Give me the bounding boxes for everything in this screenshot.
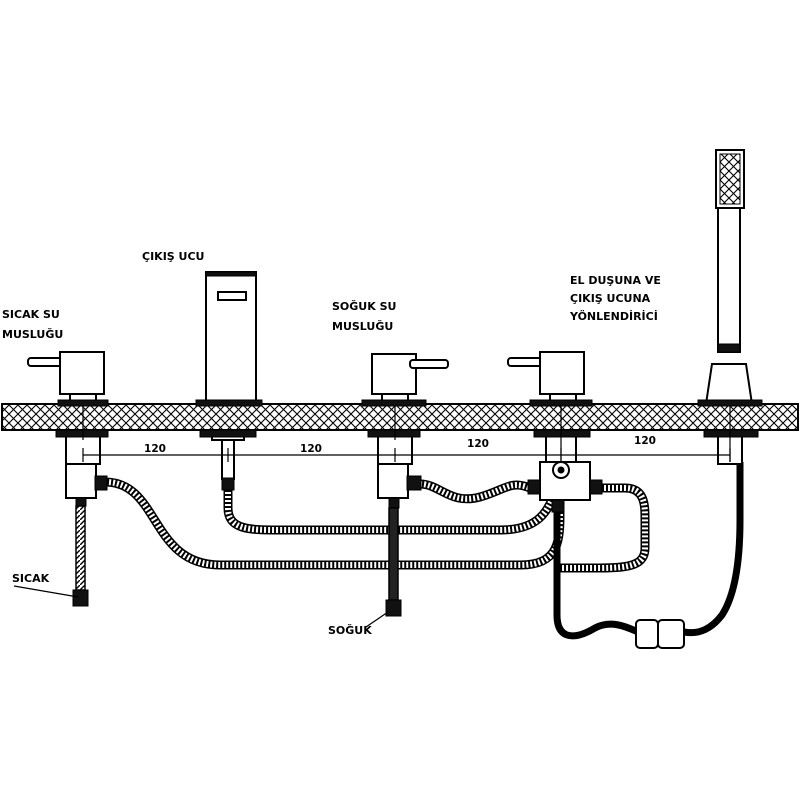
- label-hot-inlet: SICAK: [12, 572, 79, 598]
- spout: [195, 271, 263, 491]
- label-line: SICAK SU: [2, 308, 60, 321]
- label-cold-inlet: SOĞUK: [328, 611, 389, 637]
- dimension-label: 120: [144, 443, 166, 455]
- label-line: EL DUŞUNA VE: [570, 274, 661, 287]
- countertop: [1, 403, 799, 431]
- label-spout: ÇIKIŞ UCU: [142, 250, 204, 263]
- label-line: MUSLUĞU: [2, 328, 63, 341]
- label-line: ÇIKIŞ UCUNA: [570, 292, 651, 305]
- hot-water-tap: [27, 351, 109, 607]
- dimension-label: 120: [634, 435, 656, 447]
- label-line: SICAK: [12, 572, 50, 585]
- label-line: SOĞUK: [328, 624, 372, 637]
- cold-supply-hose: [419, 479, 532, 504]
- dimension-label: 120: [300, 443, 322, 455]
- diverter-tap: [507, 351, 603, 513]
- label-diverter: EL DUŞUNA VE ÇIKIŞ UCUNA YÖNLENDİRİCİ: [569, 274, 661, 323]
- dimension-line: 120 120 120 120: [82, 435, 731, 462]
- label-line: YÖNLENDİRİCİ: [569, 309, 658, 323]
- hose-connector: [635, 619, 685, 649]
- hand-shower-hose: [553, 510, 640, 640]
- label-hot-tap: SICAK SU MUSLUĞU: [2, 308, 63, 341]
- cold-water-tap: [361, 353, 449, 617]
- hose-group: [104, 462, 744, 640]
- label-cold-tap: SOĞUK SU MUSLUĞU: [332, 300, 396, 333]
- label-line: MUSLUĞU: [332, 320, 393, 333]
- dimension-label: 120: [467, 438, 489, 450]
- hand-shower: [697, 149, 763, 465]
- hand-shower-hose-upper: [683, 462, 744, 637]
- label-line: SOĞUK SU: [332, 300, 396, 313]
